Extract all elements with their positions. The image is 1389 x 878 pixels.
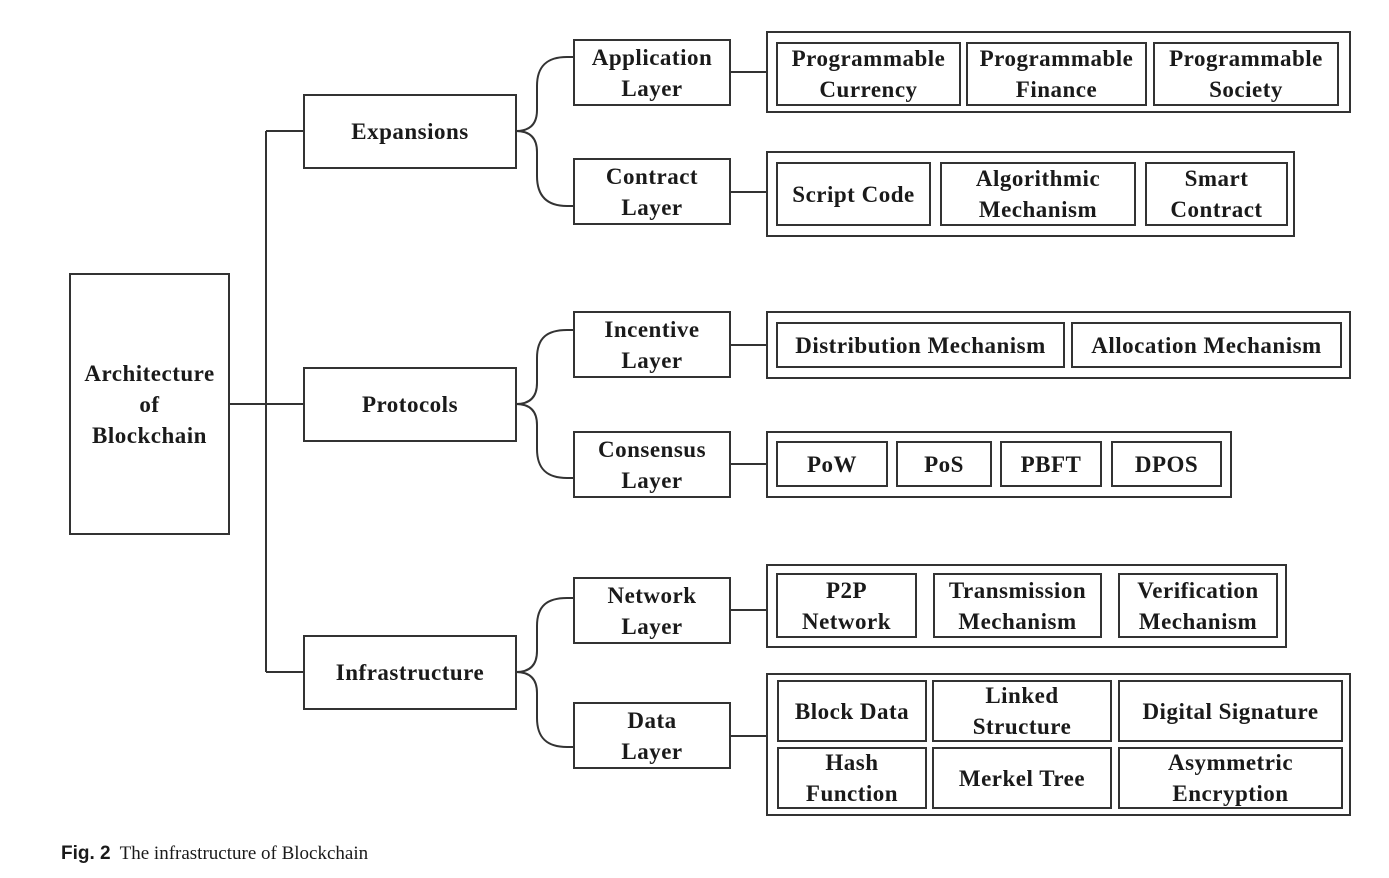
node-expansions: Expansions: [303, 94, 517, 169]
node-infrastructure: Infrastructure: [303, 635, 517, 710]
item-programmable-finance: Programmable Finance: [966, 42, 1147, 106]
brace-expansions: [515, 56, 574, 207]
item-algorithmic-mechanism: Algorithmic Mechanism: [940, 162, 1136, 226]
item-distribution-mechanism: Distribution Mechanism: [776, 322, 1065, 368]
node-protocols: Protocols: [303, 367, 517, 442]
item-merkel-tree: Merkel Tree: [932, 747, 1112, 809]
figure-caption: Fig. 2 The infrastructure of Blockchain: [61, 843, 368, 865]
node-architecture-root: Architecture of Blockchain: [69, 273, 230, 535]
item-dpos: DPOS: [1111, 441, 1222, 487]
item-verification-mechanism: Verification Mechanism: [1118, 573, 1278, 638]
item-pow: PoW: [776, 441, 888, 487]
item-allocation-mechanism: Allocation Mechanism: [1071, 322, 1342, 368]
item-digital-signature: Digital Signature: [1118, 680, 1343, 742]
item-programmable-currency: Programmable Currency: [776, 42, 961, 106]
figure-caption-text: The infrastructure of Blockchain: [119, 843, 369, 864]
item-linked-structure: Linked Structure: [932, 680, 1112, 742]
item-transmission-mechanism: Transmission Mechanism: [933, 573, 1102, 638]
item-hash-function: Hash Function: [777, 747, 927, 809]
node-incentive-layer: Incentive Layer: [573, 311, 731, 378]
figure-number: Fig. 2: [61, 843, 111, 864]
item-p2p-network: P2P Network: [776, 573, 917, 638]
item-script-code: Script Code: [776, 162, 931, 226]
brace-protocols: [515, 329, 574, 479]
item-asymmetric-encryption: Asymmetric Encryption: [1118, 747, 1343, 809]
node-application-layer: Application Layer: [573, 39, 731, 106]
node-network-layer: Network Layer: [573, 577, 731, 644]
brace-infrastructure: [515, 597, 574, 748]
item-pos: PoS: [896, 441, 992, 487]
item-smart-contract: Smart Contract: [1145, 162, 1288, 226]
node-data-layer: Data Layer: [573, 702, 731, 769]
node-contract-layer: Contract Layer: [573, 158, 731, 225]
item-block-data: Block Data: [777, 680, 927, 742]
item-programmable-society: Programmable Society: [1153, 42, 1339, 106]
item-pbft: PBFT: [1000, 441, 1102, 487]
node-consensus-layer: Consensus Layer: [573, 431, 731, 498]
